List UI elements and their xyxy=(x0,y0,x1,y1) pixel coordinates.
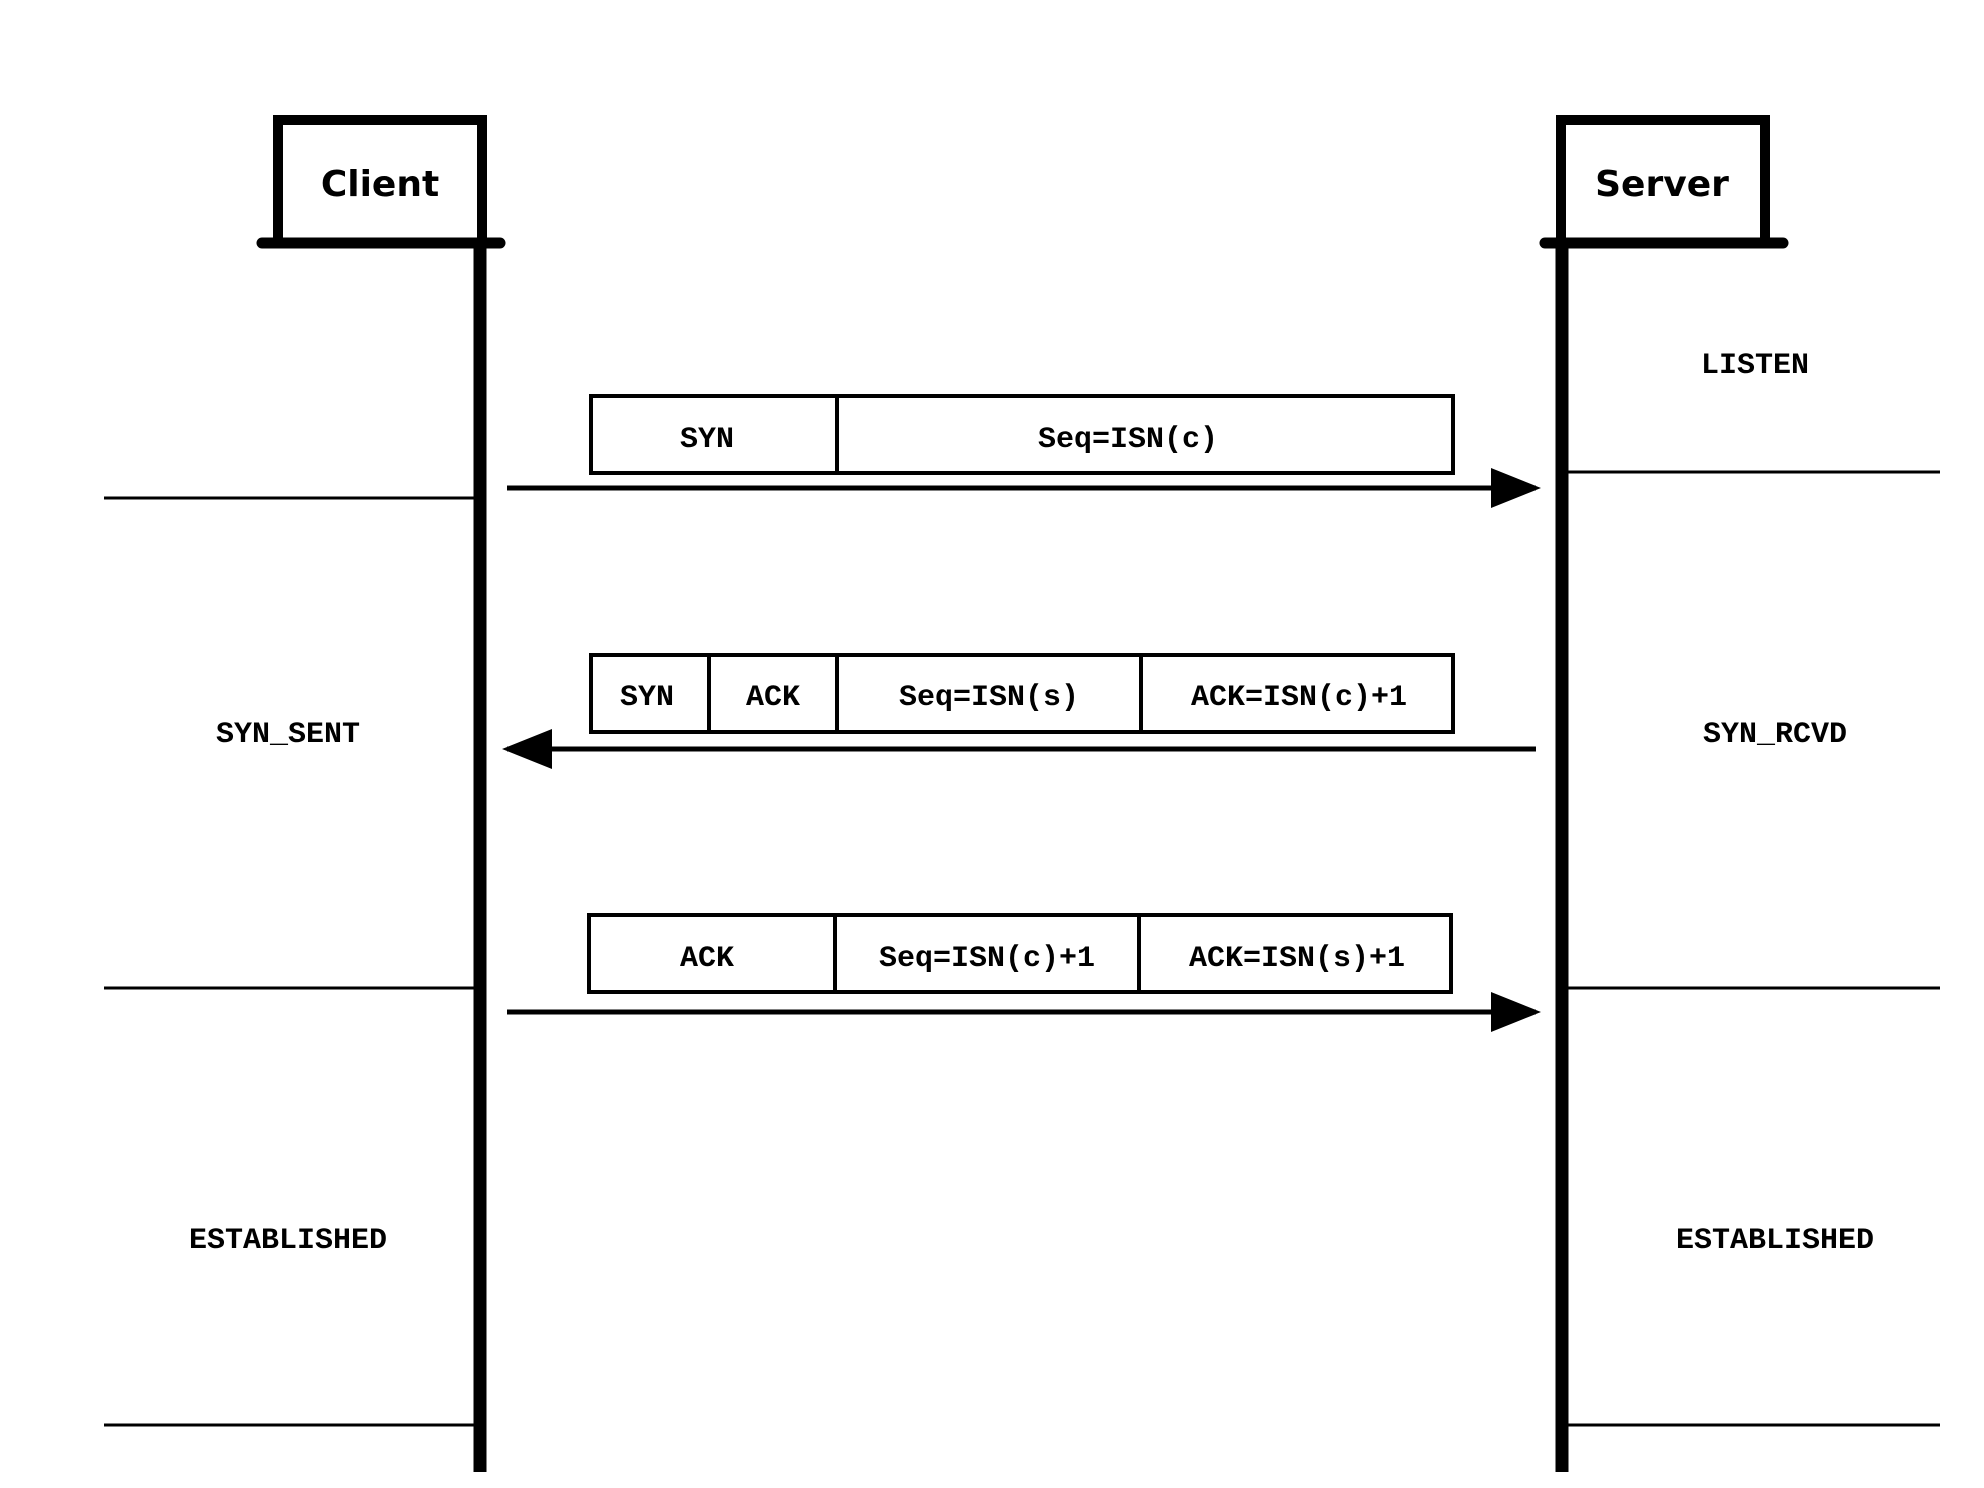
message-ack: ACK Seq=ISN(c)+1 ACK=ISN(s)+1 xyxy=(507,913,1541,1032)
client-box xyxy=(273,115,487,243)
packet-field: SYN xyxy=(680,423,734,457)
server-state-label: LISTEN xyxy=(1701,349,1809,383)
packet-field: ACK=ISN(c)+1 xyxy=(1191,681,1407,715)
packet-field: Seq=ISN(s) xyxy=(899,681,1079,715)
packet-field: ACK xyxy=(680,942,734,976)
message-syn-ack: SYN ACK Seq=ISN(s) ACK=ISN(c)+1 xyxy=(502,653,1536,769)
server-state-label: ESTABLISHED xyxy=(1676,1224,1874,1258)
state-labels: SYN_SENT ESTABLISHED LISTEN SYN_RCVD EST… xyxy=(189,349,1874,1258)
packet-field: ACK=ISN(s)+1 xyxy=(1189,942,1405,976)
server-label: Server xyxy=(1595,164,1729,205)
client-label: Client xyxy=(321,164,439,205)
packet-box xyxy=(589,394,1455,475)
packet-field: ACK xyxy=(746,681,800,715)
server-state-label: SYN_RCVD xyxy=(1703,718,1847,752)
packet-field: Seq=ISN(c)+1 xyxy=(879,942,1095,976)
server-box xyxy=(1556,115,1770,243)
server-lifeline-group: Server xyxy=(1539,115,1789,1472)
state-dividers xyxy=(104,470,1940,1427)
message-syn: SYN Seq=ISN(c) xyxy=(507,394,1541,508)
packet-field: SYN xyxy=(620,681,674,715)
client-state-label: SYN_SENT xyxy=(216,718,360,752)
packet-box xyxy=(587,913,1453,994)
packet-box xyxy=(589,653,1455,734)
client-lifeline-group: Client xyxy=(256,115,506,1472)
packet-field: Seq=ISN(c) xyxy=(1038,423,1218,457)
client-state-label: ESTABLISHED xyxy=(189,1224,387,1258)
